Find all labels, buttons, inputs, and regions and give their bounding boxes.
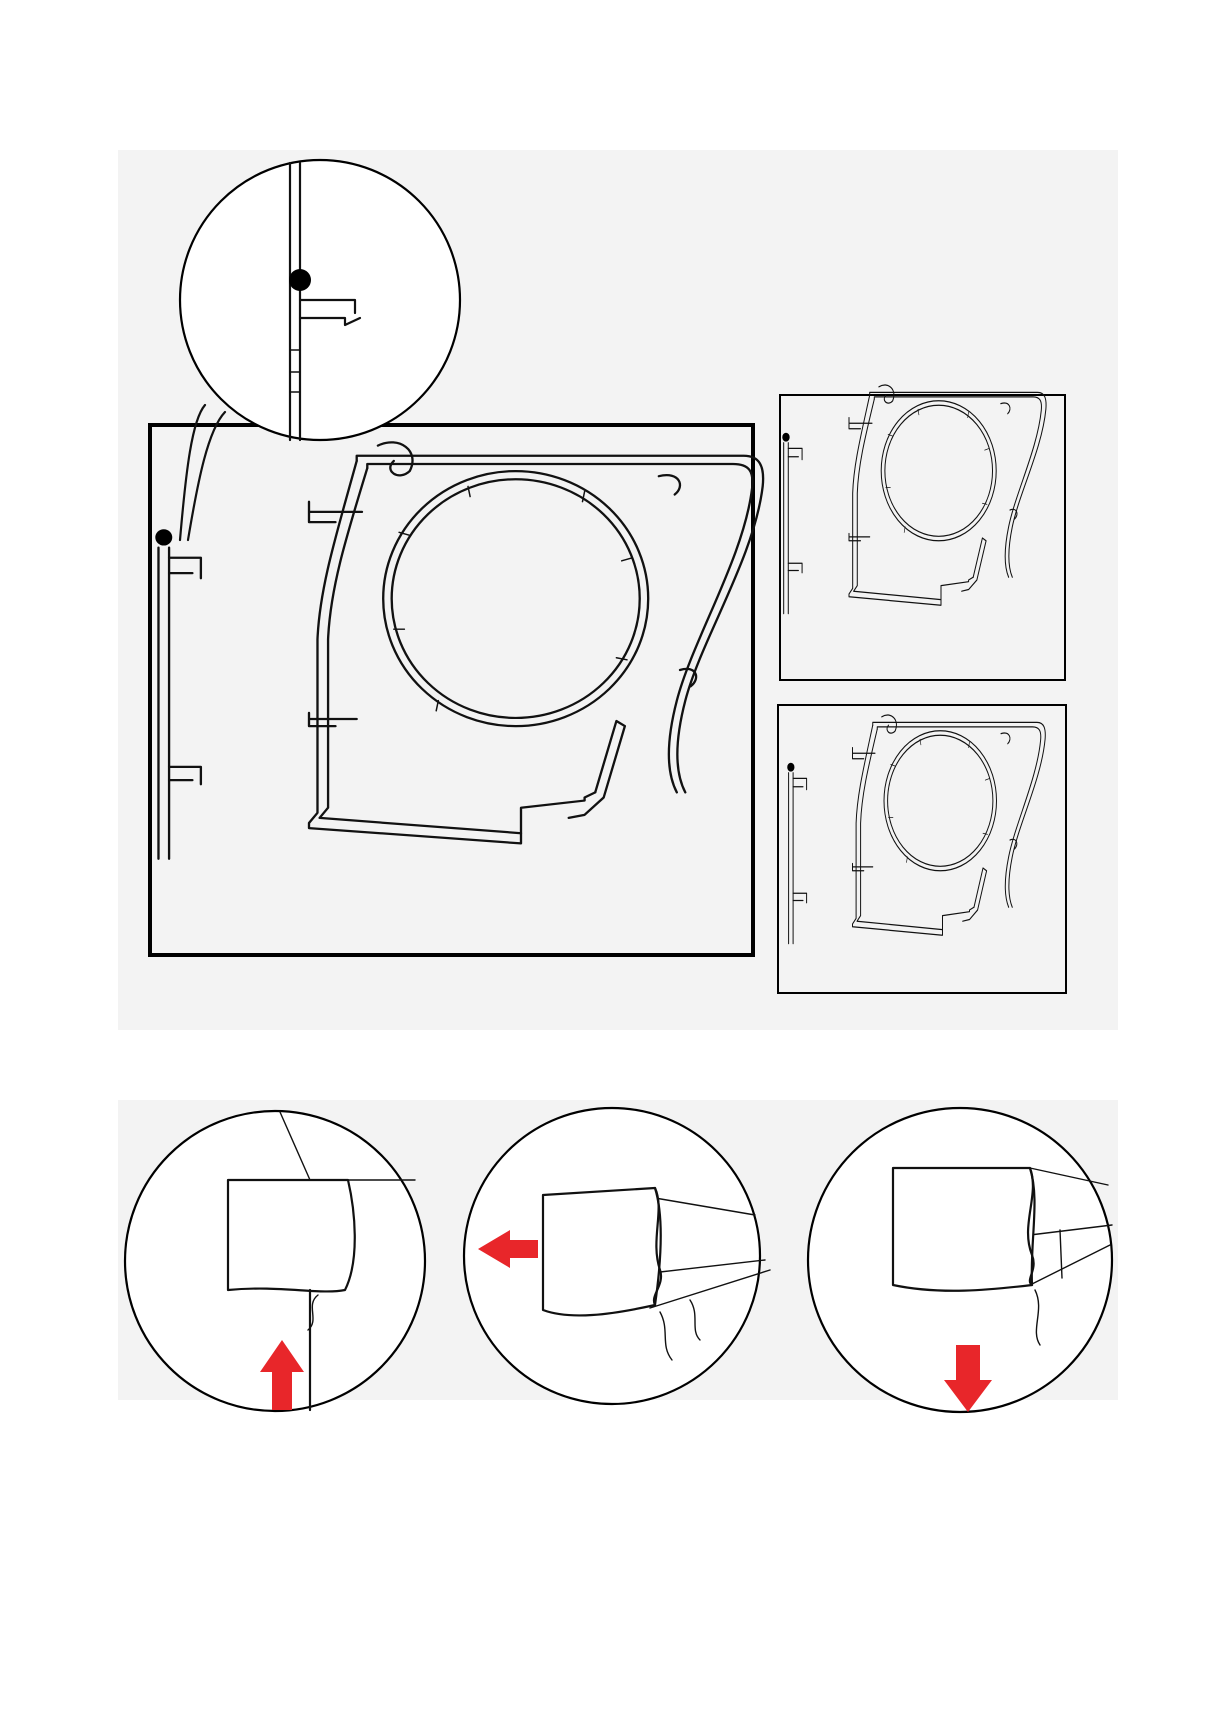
marker-dot-icon (289, 269, 311, 291)
cassette-end-cap-icon (893, 1168, 1035, 1291)
step-3-detail (808, 1108, 1112, 1412)
cassette-end-cap-icon (543, 1188, 661, 1315)
cassette-end-cap-icon (228, 1180, 355, 1291)
left-arrow-icon (508, 1240, 538, 1258)
step-1-detail (125, 1111, 425, 1411)
side-view-frame-2 (778, 705, 1066, 993)
step-2-detail (464, 1108, 770, 1404)
up-arrow-icon (272, 1370, 292, 1410)
main-view-frame (150, 425, 753, 955)
down-arrow-icon (956, 1345, 980, 1383)
